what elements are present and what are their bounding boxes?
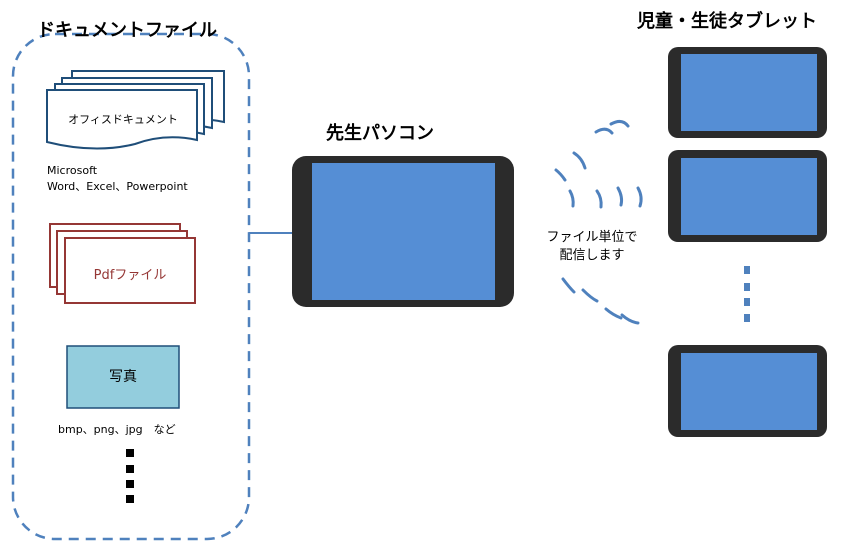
photo-box	[66, 345, 180, 409]
student-tablet-1	[668, 47, 827, 138]
documents-container	[11, 32, 251, 541]
transfer-caption: ファイル単位で 配信します	[546, 230, 638, 263]
photo-label: 写真	[109, 369, 137, 385]
students-title: 児童・生徒タブレット	[637, 11, 817, 32]
student-tablets-more-dots	[744, 266, 750, 322]
office-document-stack	[46, 70, 225, 150]
office-document-caption: Microsoft Word、Excel、Powerpoint	[47, 164, 188, 193]
documents-title: ドキュメントファイル	[37, 20, 217, 41]
pdf-document-stack	[49, 223, 196, 304]
pdf-document-label: Pdfファイル	[93, 268, 167, 283]
teacher-title: 先生パソコン	[326, 123, 434, 144]
photo-caption: bmp、png、jpg など	[58, 423, 176, 436]
teacher-tablet	[292, 156, 514, 307]
office-document-label: オフィスドキュメント	[68, 113, 178, 126]
wireless-signal-arcs	[554, 119, 643, 325]
student-tablet-2	[668, 150, 827, 242]
student-tablet-3	[668, 345, 827, 437]
documents-more-dots	[126, 449, 134, 503]
